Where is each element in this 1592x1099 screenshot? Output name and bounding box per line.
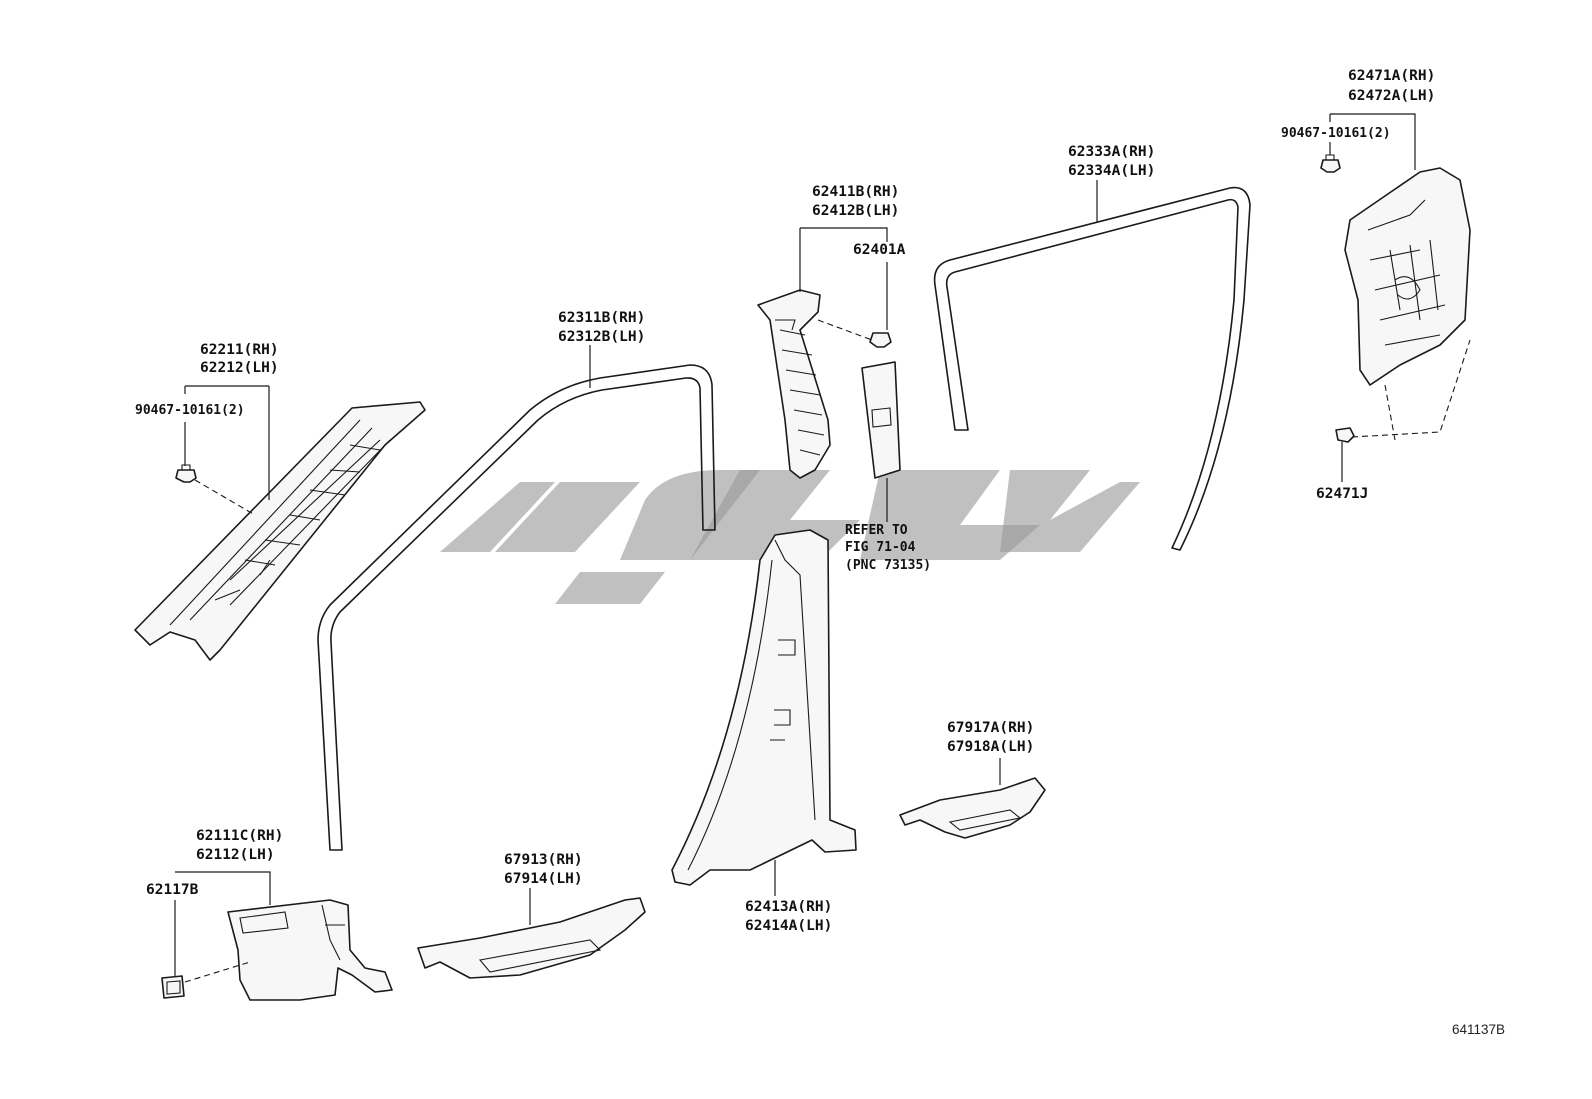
figure-number: 641137B	[1452, 1022, 1505, 1037]
label-b-upper-rh: 62411B(RH)	[812, 184, 899, 200]
b-pillar-upper-garnish	[757, 289, 831, 479]
label-front-scuff-rh: 67913(RH)	[504, 852, 583, 868]
label-rear-scuff-lh: 67918A(LH)	[947, 739, 1034, 755]
a-pillar-clip-line	[194, 479, 256, 516]
quarter-fastener-icon	[1335, 427, 1355, 443]
belt-anchor-cover	[861, 361, 901, 479]
label-rear-scuff-rh: 67917A(RH)	[947, 720, 1034, 736]
quarter-trim	[1344, 167, 1471, 386]
label-refer-line1: REFER TO	[845, 523, 908, 538]
label-cowl-trim-rh: 62111C(RH)	[196, 828, 283, 844]
label-front-weatherstrip-rh: 62311B(RH)	[558, 310, 645, 326]
label-cowl-trim-lh: 62112(LH)	[196, 847, 275, 863]
cowl-side-trim	[227, 899, 393, 1001]
front-scuff-plate	[417, 897, 646, 979]
label-b-lower-lh: 62414A(LH)	[745, 918, 832, 934]
rear-scuff-plate	[899, 777, 1046, 839]
label-a-pillar-clip: 90467-10161(2)	[135, 403, 245, 418]
label-refer-line3: (PNC 73135)	[845, 558, 931, 573]
label-front-weatherstrip-lh: 62312B(LH)	[558, 329, 645, 345]
label-quarter-clip: 90467-10161(2)	[1281, 126, 1391, 141]
label-cowl-clip: 62117B	[146, 882, 199, 898]
a-pillar-leader	[184, 385, 270, 500]
quarter-clip-icon	[1320, 154, 1341, 173]
a-pillar-clip-icon	[175, 464, 197, 483]
rear-door-weatherstrip	[933, 186, 1251, 551]
label-rear-weatherstrip-lh: 62334A(LH)	[1068, 163, 1155, 179]
b-pillar-clip-icon	[869, 332, 892, 348]
label-b-upper-lh: 62412B(LH)	[812, 203, 899, 219]
label-rear-weatherstrip-rh: 62333A(RH)	[1068, 144, 1155, 160]
label-a-pillar-lh: 62212(LH)	[200, 360, 279, 376]
label-b-pillar-clip: 62401A	[853, 242, 906, 258]
label-a-pillar-rh: 62211(RH)	[200, 342, 279, 358]
cowl-clip-icon	[161, 975, 185, 999]
b-pillar-lower-garnish	[671, 529, 857, 886]
label-quarter-trim-lh: 62472A(LH)	[1348, 88, 1435, 104]
front-door-weatherstrip	[317, 364, 716, 851]
label-b-lower-rh: 62413A(RH)	[745, 899, 832, 915]
label-quarter-fastener: 62471J	[1316, 486, 1368, 502]
a-pillar-garnish	[134, 401, 426, 661]
label-quarter-trim-rh: 62471A(RH)	[1348, 68, 1435, 84]
label-front-scuff-lh: 67914(LH)	[504, 871, 583, 887]
label-refer-line2: FIG 71-04	[845, 540, 916, 555]
